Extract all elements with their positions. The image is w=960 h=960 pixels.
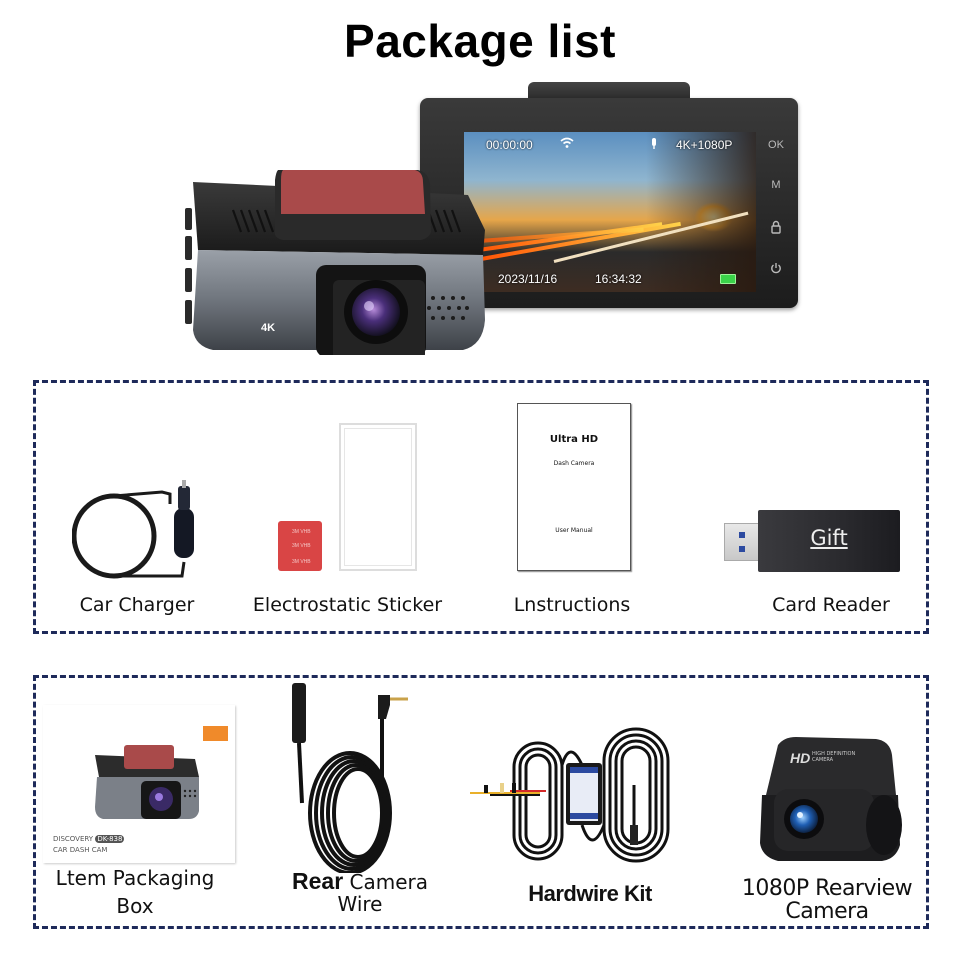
electrostatic-film (339, 423, 417, 571)
sticker-image: 3M VHB 3M VHB 3M VHB (278, 521, 322, 571)
card-reader-body (758, 510, 900, 572)
wifi-icon (560, 137, 574, 149)
usb-plug (724, 523, 762, 561)
packaging-box-image: DISCOVERY DK-838 CAR DASH CAM (43, 705, 235, 863)
box-model: DK-838 (95, 835, 125, 843)
instructions-label: Lnstructions (513, 594, 631, 616)
date-stamp: 2023/11/16 (498, 272, 558, 286)
rearview-camera-label: 1080P Rearview Camera (741, 876, 913, 924)
power-icon[interactable] (766, 262, 786, 274)
manual-footer: User Manual (555, 527, 593, 534)
tree-silhouette (646, 132, 756, 292)
time-stamp: 16:34:32 (595, 272, 642, 286)
accessories-box-1 (33, 380, 929, 634)
rear-camera-wire-image (290, 683, 430, 873)
page-title: Package list (344, 15, 616, 67)
hardwire-kit-image (470, 725, 670, 865)
hd-logo: HD (790, 750, 811, 766)
manual-subtitle: Dash Camera (553, 460, 595, 467)
front-camera-unit: 4K (183, 170, 485, 355)
orange-tag (203, 726, 228, 741)
record-time: 00:00:00 (486, 138, 533, 152)
box-subtitle: CAR DASH CAM (53, 846, 108, 854)
4k-badge: 4K (261, 322, 276, 334)
microphone-icon (650, 138, 658, 150)
lock-icon[interactable] (766, 220, 786, 234)
gift-badge: Gift (810, 526, 848, 550)
accessories-box-2 (33, 675, 929, 929)
resolution-label: 4K+1080P (676, 138, 733, 152)
box-brand: DISCOVERY (53, 835, 94, 843)
electrostatic-sticker-label: Electrostatic Sticker (252, 594, 443, 616)
card-reader-image: Gift (724, 510, 902, 574)
menu-button[interactable]: M (771, 179, 781, 191)
rear-camera-wire-label: Rear Camera Wire (292, 868, 428, 916)
packaging-box-label: Ltem Packaging Box (55, 866, 215, 918)
manual-title: Ultra HD (549, 434, 599, 445)
hardwire-kit-label: Hardwire Kit (528, 881, 652, 906)
dash-cam-screen: 00:00:00 4K+1080P 2023/11/16 16:34:32 (464, 132, 756, 292)
card-reader-label: Card Reader (772, 594, 890, 616)
rearview-camera-image: HD HIGH DEFINITION CAMERA (756, 735, 902, 867)
ok-button[interactable]: OK (768, 139, 784, 151)
battery-icon (720, 274, 736, 284)
car-charger-label: Car Charger (79, 594, 195, 616)
car-charger-image (72, 480, 202, 580)
manual-image: Ultra HD Dash Camera User Manual (517, 403, 631, 571)
